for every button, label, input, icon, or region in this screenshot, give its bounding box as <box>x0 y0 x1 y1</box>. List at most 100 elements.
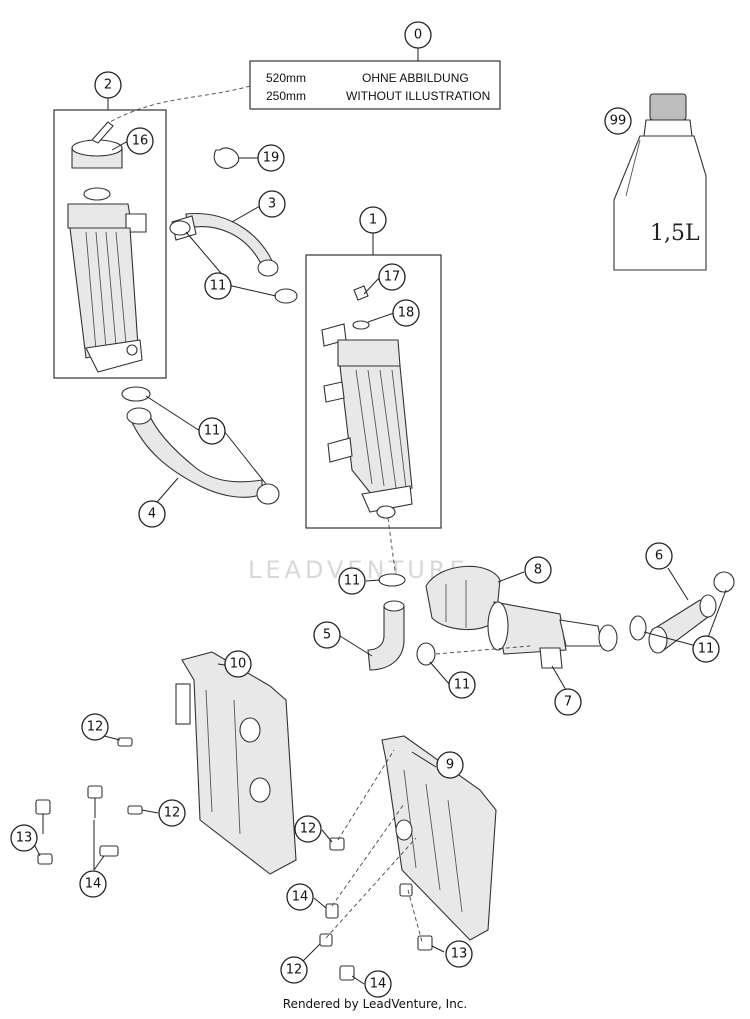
coolant-bottle: 1,5L <box>613 93 707 271</box>
callout-11-e: 11 <box>692 635 720 663</box>
bolt-13d <box>417 935 433 951</box>
radiator-left-cap <box>71 121 123 169</box>
note-text-1: OHNE ABBILDUNG <box>362 71 469 85</box>
callout-2: 2 <box>94 71 122 99</box>
svg-text:1: 1 <box>369 213 377 228</box>
callout-11-a: 11 <box>204 272 232 300</box>
water-pump <box>487 601 618 669</box>
svg-text:11: 11 <box>344 574 361 589</box>
callout-13-a: 13 <box>10 824 38 852</box>
callout-11-c: 11 <box>338 567 366 595</box>
svg-text:18: 18 <box>398 306 415 321</box>
svg-text:11: 11 <box>698 642 715 657</box>
bolt-13a <box>35 799 51 834</box>
svg-text:7: 7 <box>564 695 572 710</box>
svg-text:9: 9 <box>446 758 454 773</box>
hose-clamp-upper-right <box>274 288 298 304</box>
callout-14-a: 14 <box>79 870 107 898</box>
radiator-guard-left <box>175 651 297 875</box>
callout-13-b: 13 <box>445 940 473 968</box>
bolt-12c <box>329 837 345 851</box>
svg-text:16: 16 <box>132 134 149 149</box>
pump-clamp-right-a <box>629 615 647 641</box>
radiator-left-frame <box>53 109 167 379</box>
svg-text:6: 6 <box>655 549 663 564</box>
note-text-2: WITHOUT ILLUSTRATION <box>346 89 490 103</box>
callout-14-c: 14 <box>364 970 392 998</box>
callout-8: 8 <box>524 556 552 584</box>
svg-text:99: 99 <box>610 114 627 129</box>
bolt-12b <box>127 805 143 815</box>
hose-pump-elbow <box>367 600 405 671</box>
radiator-left <box>67 187 147 373</box>
pump-clamp-lower <box>416 642 436 666</box>
svg-text:14: 14 <box>85 877 102 892</box>
svg-text:17: 17 <box>384 270 401 285</box>
bolt-14c <box>325 903 339 919</box>
hose-pump-right <box>648 594 717 654</box>
callout-12-d: 12 <box>280 956 308 984</box>
pump-clamp-right-b <box>713 571 735 593</box>
bolt-13c <box>399 883 413 897</box>
cable-tie <box>213 147 258 169</box>
pump-shroud <box>425 565 501 631</box>
hose-upper <box>171 212 279 277</box>
callout-10: 10 <box>224 650 252 678</box>
svg-text:13: 13 <box>451 947 468 962</box>
svg-text:11: 11 <box>210 279 227 294</box>
hose-clamp-lower-a <box>121 386 151 402</box>
bolt-12d <box>319 933 333 947</box>
svg-text:3: 3 <box>268 197 276 212</box>
callout-11-d: 11 <box>448 671 476 699</box>
callout-4: 4 <box>138 500 166 528</box>
svg-text:4: 4 <box>148 507 156 522</box>
callout-1: 1 <box>359 206 387 234</box>
callout-99: 99 <box>604 107 632 135</box>
svg-text:14: 14 <box>370 977 387 992</box>
bolt-13b <box>37 853 53 865</box>
note-length-2: 250mm <box>266 89 306 103</box>
svg-text:8: 8 <box>534 563 542 578</box>
callout-7: 7 <box>554 688 582 716</box>
callout-11-b: 11 <box>198 417 226 445</box>
callout-9: 9 <box>436 751 464 779</box>
svg-text:10: 10 <box>230 657 247 672</box>
svg-text:11: 11 <box>454 678 471 693</box>
callout-3: 3 <box>258 190 286 218</box>
callout-17: 17 <box>378 263 406 291</box>
bolt-12a <box>117 737 133 747</box>
callout-12-a: 12 <box>81 713 109 741</box>
svg-text:12: 12 <box>164 806 181 821</box>
callout-5: 5 <box>313 621 341 649</box>
callout-14-b: 14 <box>286 883 314 911</box>
svg-text:2: 2 <box>104 78 112 93</box>
callout-12-c: 12 <box>294 815 322 843</box>
note-box: 520mm OHNE ABBILDUNG 250mm WITHOUT ILLUS… <box>249 60 501 110</box>
radiator-right <box>321 285 413 519</box>
callout-0: 0 <box>404 21 432 49</box>
svg-text:19: 19 <box>263 151 280 166</box>
bolt-14d <box>339 965 355 981</box>
svg-text:12: 12 <box>300 822 317 837</box>
bolt-14b <box>99 845 119 857</box>
footer-credit: Rendered by LeadVenture, Inc. <box>282 997 468 1011</box>
radiator-guard-right <box>381 735 497 941</box>
bottle-volume-label: 1,5L <box>650 221 700 246</box>
svg-text:12: 12 <box>87 720 104 735</box>
note-length-1: 520mm <box>266 71 306 85</box>
callout-19: 19 <box>257 144 285 172</box>
svg-text:5: 5 <box>323 628 331 643</box>
svg-text:0: 0 <box>414 28 422 43</box>
callout-18: 18 <box>392 299 420 327</box>
pump-clamp-top <box>378 573 406 587</box>
callout-12-b: 12 <box>158 799 186 827</box>
svg-text:13: 13 <box>16 831 33 846</box>
hose-clamp-upper-left <box>169 220 191 236</box>
svg-text:11: 11 <box>204 424 221 439</box>
svg-text:14: 14 <box>292 890 309 905</box>
callout-6: 6 <box>645 542 673 570</box>
callout-16: 16 <box>126 127 154 155</box>
svg-text:12: 12 <box>286 963 303 978</box>
bolt-14a <box>87 785 103 818</box>
